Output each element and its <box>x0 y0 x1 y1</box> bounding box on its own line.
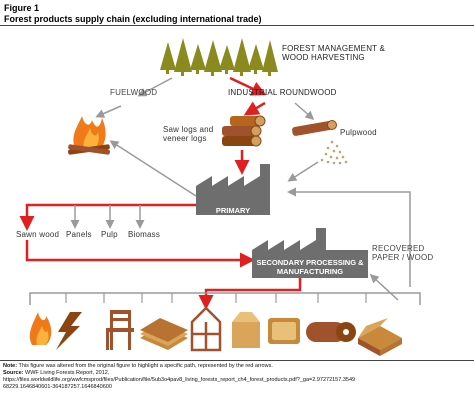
footer-url-line1: https://files.worldwildlife.org/wwfcmspr… <box>3 377 356 383</box>
fire-icon <box>68 116 110 155</box>
product-biomass: Biomass <box>128 230 161 239</box>
products-bracket <box>29 292 421 305</box>
pulpwood-icon <box>292 120 348 165</box>
arrow-pulpwood-to-primary <box>287 161 319 182</box>
footer-url-line2: 68229.1646840601-364187257.1646840600 <box>3 384 112 390</box>
forest-management-label: FOREST MANAGEMENT & WOOD HARVESTING <box>282 44 386 62</box>
fire-product-icon <box>29 312 52 345</box>
primary-processing-label: PRIMARY PROCESSING <box>207 206 258 224</box>
footer-note: Note: This figure was altered from the o… <box>3 363 273 369</box>
fuelwood-label: FUELWOOD <box>110 88 158 97</box>
arrow-forest-to-roundwood <box>229 76 267 96</box>
product-sawn-wood: Sawn wood <box>16 230 60 239</box>
plywood-icon <box>140 318 188 350</box>
arrow-forest-to-fuelwood <box>137 77 173 97</box>
arrow-roundwood-to-sawlogs <box>243 101 266 116</box>
top-rule <box>0 25 474 26</box>
primary-processing-factory-icon <box>196 164 270 215</box>
footer-rule <box>0 360 474 361</box>
arrow-primary-to-fire <box>109 140 197 197</box>
arrow-recovered-to-primary <box>287 187 411 287</box>
secondary-processing-factory-icon <box>252 228 368 278</box>
product-pulp: Pulp <box>101 230 118 239</box>
arrow-sawnwood-to-secondary <box>25 240 255 268</box>
arrow-secondary-to-house <box>198 278 302 310</box>
industrial-roundwood-label: INDUSTRIAL ROUNDWOOD <box>228 88 337 97</box>
toilet-roll-icon <box>306 322 356 342</box>
lightning-icon <box>56 312 82 350</box>
recovered-label: RECOVERED PAPER / WOOD <box>372 244 434 262</box>
chair-icon <box>106 310 134 350</box>
secondary-processing-label: SECONDARY PROCESSING & MANUFACTURING <box>256 258 364 276</box>
house-frame-icon <box>190 306 222 352</box>
pulpwood-label: Pulpwood <box>340 128 377 137</box>
product-ticks <box>65 293 367 303</box>
log-pile-icon <box>222 115 266 147</box>
milk-carton-icon <box>232 312 260 348</box>
cardboard-box-icon <box>358 318 402 356</box>
footer-source: Source: WWF Living Forests Report, 2012, <box>3 370 110 376</box>
saw-logs-label: Saw logs and veneer logs <box>163 125 214 143</box>
arrow-roundwood-to-pulpwood <box>294 102 315 120</box>
figure-title: Forest products supply chain (excluding … <box>4 14 262 24</box>
arrow-fuelwood-to-fire <box>95 105 122 118</box>
arrow-primary-to-sawnwood <box>19 203 196 231</box>
arrow-products-to-recovered <box>369 273 399 301</box>
primary-products-branches <box>70 205 145 229</box>
bread-icon <box>268 318 300 344</box>
product-panels: Panels <box>66 230 92 239</box>
figure-label: Figure 1 <box>4 3 40 13</box>
forest-trees-icon <box>160 38 278 76</box>
